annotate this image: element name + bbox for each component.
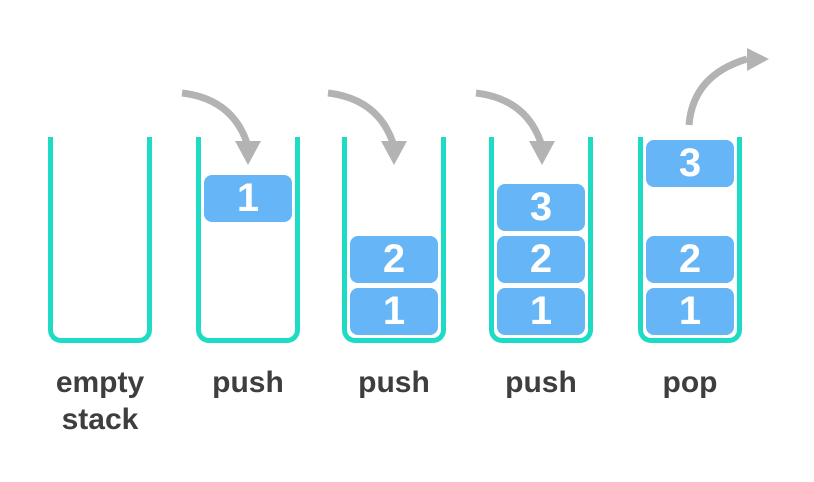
stage-push-2: 2 1 push bbox=[342, 0, 446, 482]
stage-label: push bbox=[505, 366, 577, 399]
stack-block: 2 bbox=[497, 236, 585, 283]
stage-label: empty stack bbox=[55, 366, 145, 436]
stack-block: 1 bbox=[204, 175, 292, 222]
stack-block: 3 bbox=[646, 140, 734, 187]
stack-block: 1 bbox=[646, 288, 734, 335]
stack-container bbox=[489, 137, 593, 343]
push-arrow-icon bbox=[327, 89, 407, 165]
stack-container bbox=[342, 137, 446, 343]
stack-block: 2 bbox=[350, 236, 438, 283]
stage-label: push bbox=[212, 366, 284, 399]
stack-container bbox=[638, 137, 742, 343]
stack-container bbox=[196, 137, 300, 343]
stage-label: push bbox=[358, 366, 430, 399]
push-arrow-icon bbox=[475, 89, 555, 165]
stack-block: 2 bbox=[646, 236, 734, 283]
stack-container bbox=[48, 137, 152, 343]
stack-block: 1 bbox=[350, 288, 438, 335]
stage-pop: 3 2 1 pop bbox=[638, 0, 742, 482]
stack-block: 3 bbox=[497, 184, 585, 231]
stage-push-3: 3 2 1 push bbox=[489, 0, 593, 482]
stack-block: 1 bbox=[497, 288, 585, 335]
pop-arrow-icon bbox=[685, 48, 769, 126]
stage-empty-stack: empty stack bbox=[48, 0, 152, 482]
stage-push-1: 1 push bbox=[196, 0, 300, 482]
push-arrow-icon bbox=[181, 89, 261, 165]
stage-label: pop bbox=[662, 366, 718, 399]
